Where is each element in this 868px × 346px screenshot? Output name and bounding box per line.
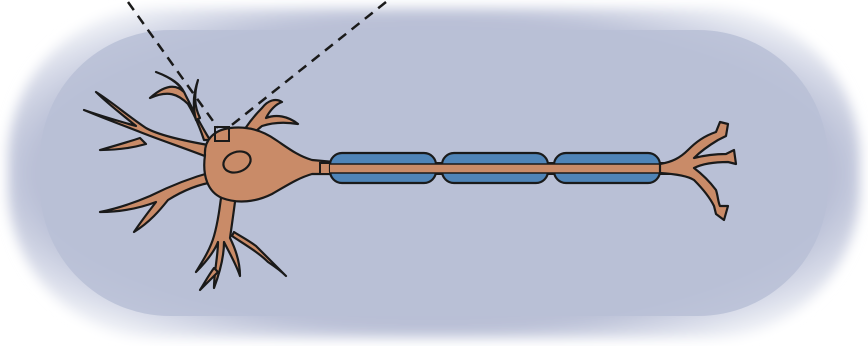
- neuron-diagram: [0, 0, 868, 346]
- neuron-illustration: [0, 0, 868, 346]
